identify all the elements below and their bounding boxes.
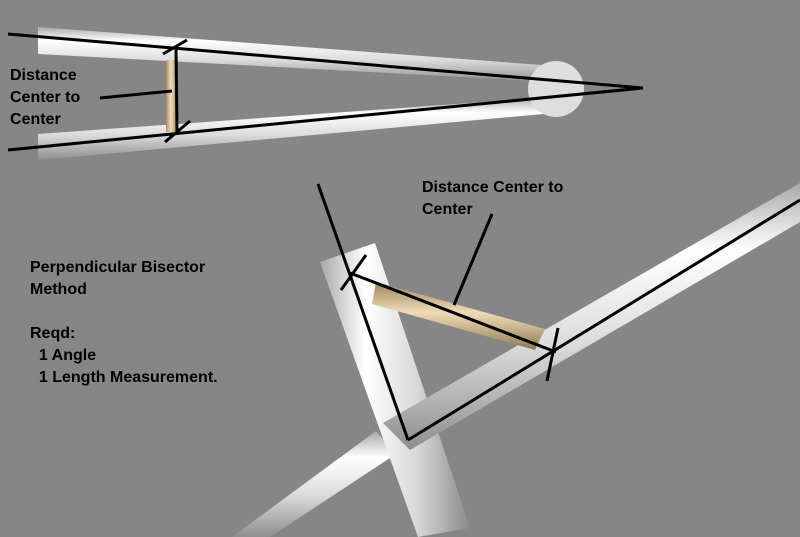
top-diagram bbox=[7, 27, 644, 160]
method-requirements: Reqd: 1 Angle 1 Length Measurement. bbox=[30, 325, 218, 386]
bottom-distance-label: Distance Center to Center bbox=[422, 179, 564, 218]
bottom-tick-diagonal bbox=[545, 327, 560, 382]
top-tube-junction bbox=[528, 61, 584, 117]
method-title: Perpendicular Bisector Method bbox=[30, 259, 206, 298]
bottom-measure-line bbox=[349, 271, 557, 354]
top-tick-lower bbox=[164, 119, 191, 144]
top-distance-label: Distance Center to Center bbox=[10, 67, 81, 128]
bottom-upright-centerline bbox=[316, 183, 410, 441]
bottom-upper-diagonal-tube bbox=[383, 183, 800, 450]
top-lower-tube bbox=[38, 97, 555, 160]
bottom-tick-upright bbox=[339, 254, 368, 291]
bottom-diagonal-centerline bbox=[407, 198, 800, 442]
bottom-lower-diagonal-tube bbox=[232, 431, 396, 537]
top-tick-upper bbox=[162, 38, 188, 56]
top-upper-centerline bbox=[7, 32, 644, 90]
bottom-upright-tube bbox=[320, 243, 470, 537]
top-lower-centerline bbox=[7, 86, 644, 152]
top-label-leader bbox=[99, 89, 173, 100]
bottom-label-leader bbox=[452, 213, 494, 306]
bottom-diagram bbox=[232, 183, 800, 537]
top-measure-line bbox=[174, 47, 179, 133]
